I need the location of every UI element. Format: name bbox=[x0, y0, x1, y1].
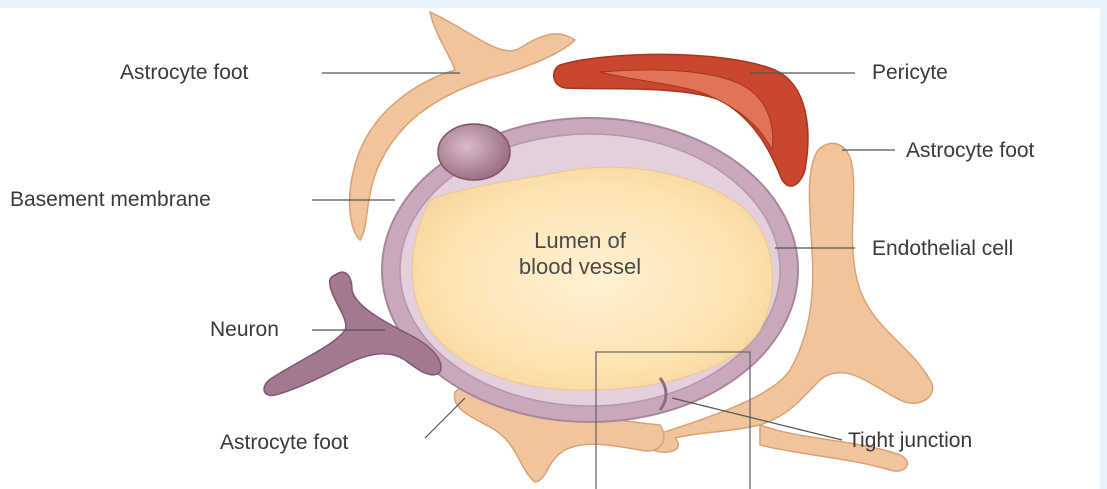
label-endothelial-cell: Endothelial cell bbox=[872, 238, 1013, 259]
label-lumen: Lumen of blood vessel bbox=[490, 228, 670, 281]
label-lumen-line1: Lumen of bbox=[490, 228, 670, 254]
label-astrocyte-foot-right: Astrocyte foot bbox=[906, 140, 1034, 161]
label-tight-junction: Tight junction bbox=[848, 430, 972, 451]
endothelial-nucleus-shape bbox=[438, 124, 510, 180]
label-astrocyte-foot-bottom: Astrocyte foot bbox=[220, 432, 348, 453]
label-lumen-line2: blood vessel bbox=[490, 254, 670, 280]
label-basement-membrane: Basement membrane bbox=[10, 189, 211, 210]
label-neuron: Neuron bbox=[210, 319, 279, 340]
label-astrocyte-foot-top-left: Astrocyte foot bbox=[120, 62, 248, 83]
label-pericyte: Pericyte bbox=[872, 62, 948, 83]
